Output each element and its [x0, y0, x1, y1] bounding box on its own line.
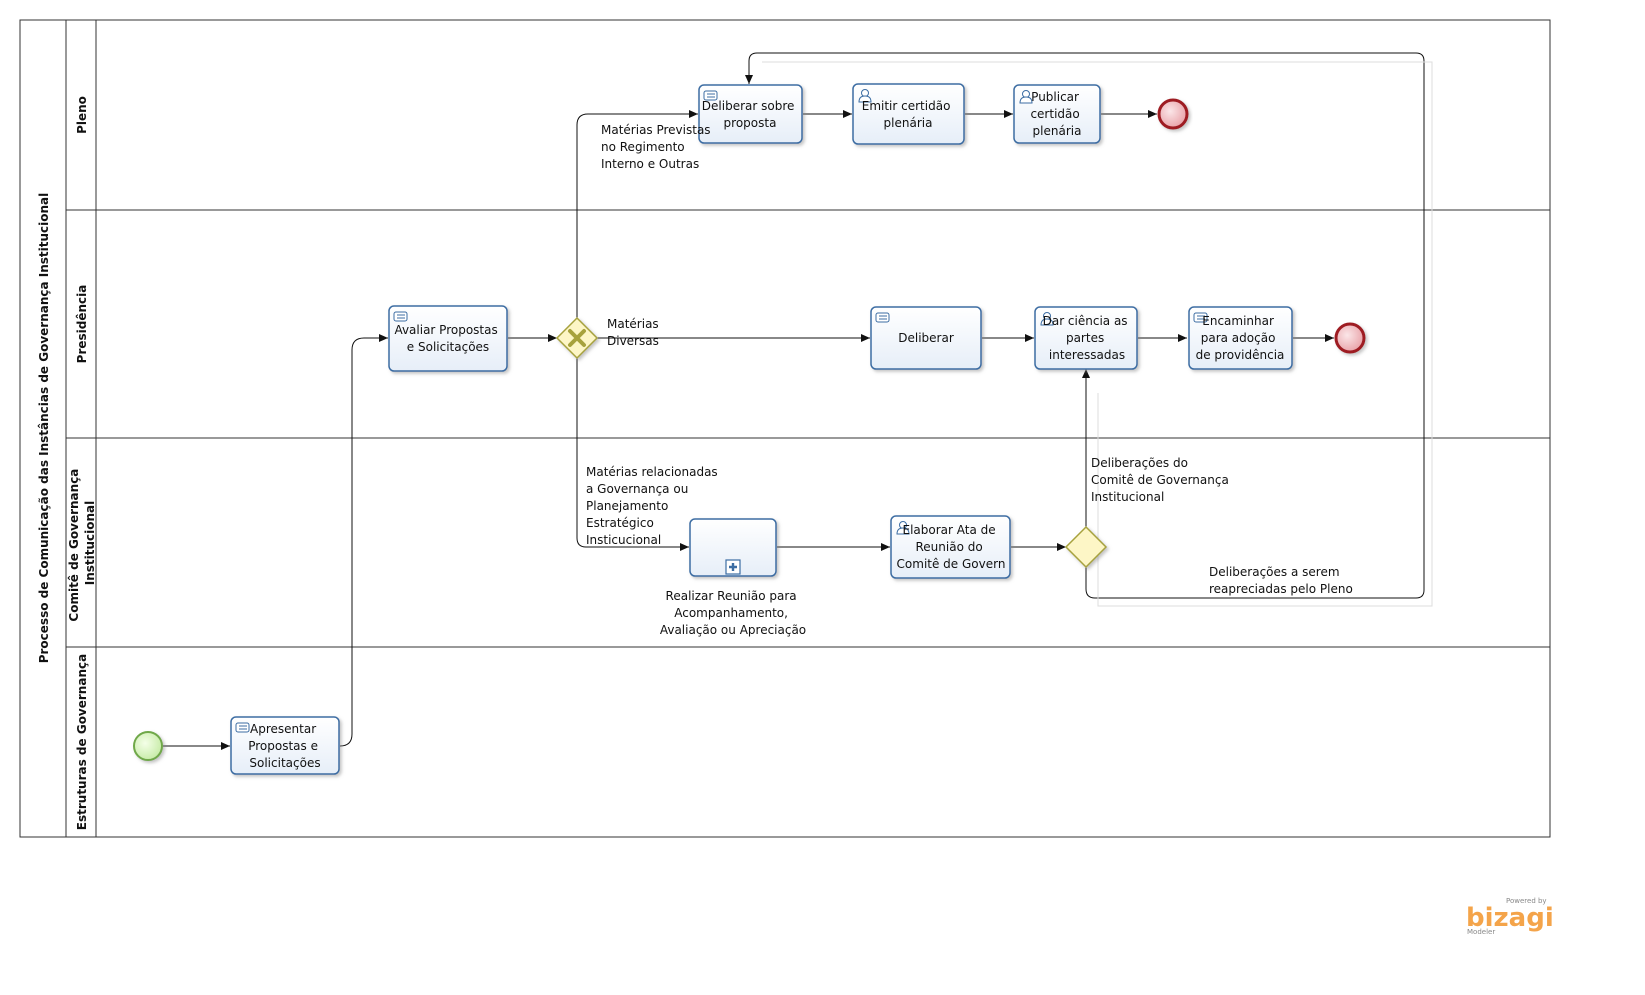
task-publicar-certidao[interactable]: Publicar certidão plenária	[1013, 84, 1101, 144]
end-event-presidencia[interactable]	[1334, 322, 1366, 354]
start-event[interactable]	[133, 731, 163, 761]
x-marker-icon	[568, 329, 586, 347]
bizagi-watermark: Powered by bizagi Modeler	[1466, 897, 1554, 936]
subprocess-realizar-label: Realizar Reunião para Acompanhamento, Av…	[660, 589, 806, 637]
lane-title-comite: Comitê de Governança Institucional	[67, 464, 97, 621]
svg-text:Elaborar Ata de Reunião: Elaborar Ata de Reunião do Comitê de Gov…	[897, 523, 1006, 571]
user-task-icon	[858, 89, 872, 103]
lane-title-presidencia: Presidência	[75, 285, 89, 364]
pool: Processo de Comunicação das Instâncias d…	[19, 19, 1551, 838]
svg-text:Emitir certidão plenária: Emitir certidão plenária	[862, 99, 955, 130]
manual-task-icon	[235, 722, 250, 733]
manual-task-icon	[393, 311, 408, 322]
end-event-pleno[interactable]	[1157, 98, 1189, 130]
svg-text:Deliberar: Deliberar	[898, 331, 954, 345]
user-task-icon	[1040, 312, 1054, 326]
task-deliberar[interactable]: Deliberar	[870, 306, 982, 370]
svg-text:Publicar certidão: Publicar certidão plenária	[1030, 90, 1083, 138]
manual-task-icon	[875, 312, 890, 323]
flow-gateway-to-realizar	[576, 358, 689, 551]
watermark-powered: Powered by	[1506, 897, 1547, 905]
task-dar-ciencia[interactable]: Dar ciência as partes interessadas	[1034, 306, 1138, 370]
task-avaliar[interactable]: Avaliar Propostas e Solicitações	[388, 305, 508, 372]
subprocess-realizar-reuniao[interactable]	[689, 518, 777, 577]
task-emitir-certidao[interactable]: Emitir certidão plenária	[852, 83, 965, 145]
sequence-flows	[163, 52, 1425, 750]
svg-text:Deliberar sobre proposta: Deliberar sobre proposta	[702, 99, 798, 130]
svg-text:Dar ciência as partes: Dar ciência as partes interessadas	[1043, 314, 1132, 362]
task-encaminhar[interactable]: Encaminhar para adoção de providência	[1188, 306, 1293, 370]
pool-title: Processo de Comunicação das Instâncias d…	[37, 193, 51, 664]
label-materias-relacionadas: Matérias relacionadas a Governança ou Pl…	[586, 465, 722, 547]
exclusive-gateway[interactable]	[555, 316, 599, 360]
manual-task-icon	[1193, 312, 1208, 323]
user-task-icon	[1019, 90, 1033, 104]
lane-title-estruturas: Estruturas de Governança	[75, 654, 89, 830]
watermark-product: Modeler	[1467, 928, 1495, 936]
svg-text:Avaliar Propostas e Soli: Avaliar Propostas e Solicitações	[394, 323, 501, 354]
lane-title-pleno: Pleno	[75, 96, 89, 134]
label-materias-diversas: Matérias Diversas	[607, 317, 663, 348]
task-apresentar[interactable]: Apresentar Propostas e Solicitações	[230, 716, 340, 775]
user-task-icon	[896, 521, 910, 535]
label-deliberacoes-reapreciadas: Deliberações a serem reapreciadas pelo P…	[1209, 565, 1353, 596]
watermark-brand: bizagi	[1466, 903, 1554, 933]
svg-text:Apresentar Propostas e: Apresentar Propostas e Solicitações	[248, 722, 322, 770]
manual-task-icon	[703, 90, 718, 101]
flow-apresentar-to-avaliar	[339, 334, 388, 747]
task-deliberar-sobre-proposta[interactable]: Deliberar sobre proposta	[698, 84, 803, 144]
expand-plus-icon[interactable]	[725, 559, 741, 575]
svg-text:Encaminhar para adoção: Encaminhar para adoção de providência	[1196, 314, 1285, 362]
flow-gateway2-to-deliberar-sobre	[745, 52, 1425, 599]
label-materias-previstas: Matérias Previstas no Regimento Interno …	[601, 123, 714, 171]
label-deliberacoes-comite: Deliberações do Comitê de Governança Ins…	[1091, 456, 1233, 504]
task-elaborar-ata[interactable]: Elaborar Ata de Reunião do Comitê de Gov…	[890, 515, 1011, 579]
gateway-comite[interactable]	[1064, 525, 1108, 569]
flow-gateway-to-deliberar-sobre	[576, 110, 698, 318]
